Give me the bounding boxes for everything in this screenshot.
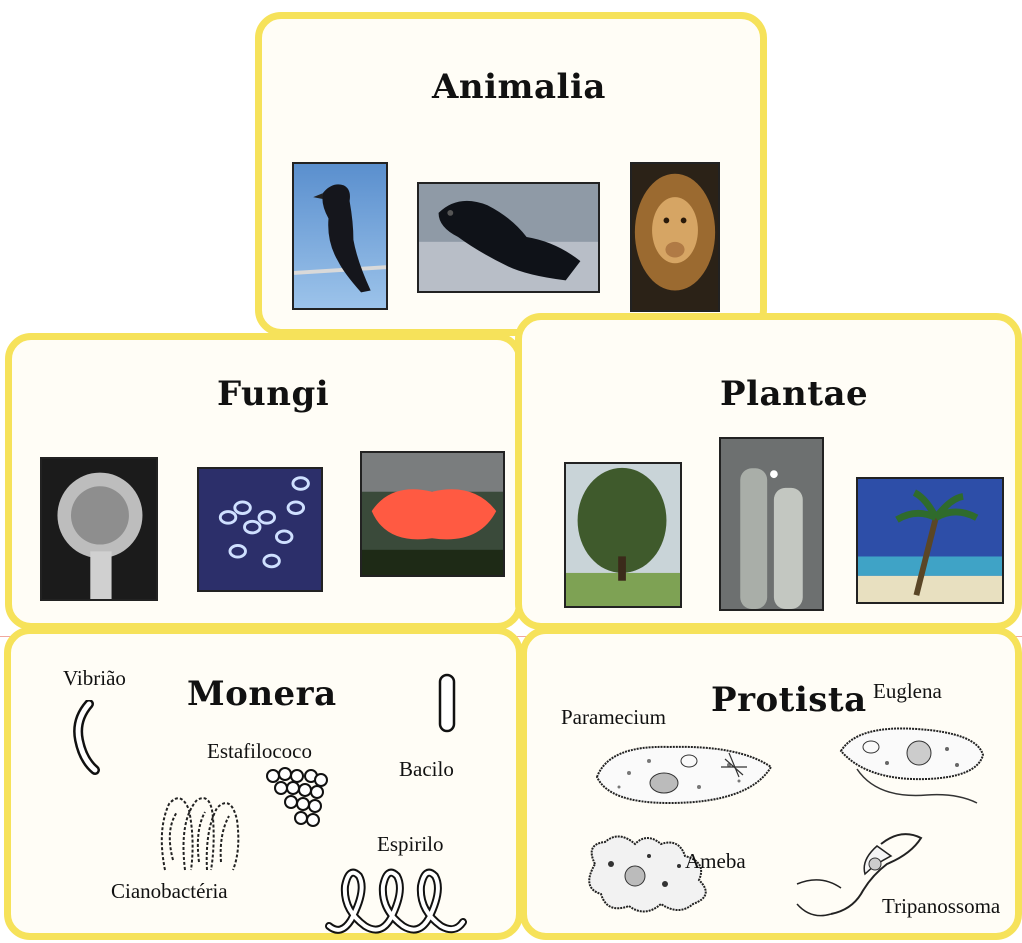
yeast-cells-photo <box>197 467 323 592</box>
euglena-drawing <box>827 719 997 809</box>
cyanobacteria-label: Cianobactéria <box>111 879 228 904</box>
animalia-title: Animalia <box>432 67 606 107</box>
staphylococcus-label: Estafilococo <box>207 739 312 764</box>
plantae-title: Plantae <box>720 374 868 414</box>
aspergillus-photo <box>40 457 158 601</box>
fungi-card: Fungi <box>5 333 523 630</box>
lion-photo <box>630 162 720 312</box>
amoeba-label: Ameba <box>685 849 746 874</box>
tree-photo <box>564 462 682 608</box>
palm-tree-photo <box>856 477 1004 604</box>
paramecium-drawing <box>589 737 779 811</box>
animalia-card: Animalia <box>255 12 767 336</box>
paramecium-label: Paramecium <box>561 705 666 730</box>
plantae-card: Plantae <box>515 313 1022 630</box>
protista-title: Protista <box>711 680 867 720</box>
monera-card: Monera Vibrião Bacilo Estafilococo Ciano… <box>4 627 523 940</box>
staphylococcus-drawing <box>261 766 331 832</box>
crow-photo <box>292 162 388 310</box>
trypanosoma-label: Tripanossoma <box>882 894 1000 919</box>
bacillus-label: Bacilo <box>399 757 454 782</box>
spirillum-label: Espirilo <box>377 832 444 857</box>
spirillum-drawing <box>321 860 471 940</box>
red-mushroom-photo <box>360 451 505 577</box>
fungi-title: Fungi <box>217 374 329 414</box>
protista-card: Protista Paramecium Euglena Ameba Tripan… <box>520 627 1022 940</box>
euglena-label: Euglena <box>873 679 942 704</box>
vibrio-label: Vibrião <box>63 666 126 691</box>
bacillus-drawing <box>436 672 460 736</box>
cactus-photo <box>719 437 824 611</box>
vibrio-drawing <box>69 700 105 776</box>
seal-photo <box>417 182 600 293</box>
monera-title: Monera <box>187 674 337 714</box>
cyanobacteria-drawing <box>151 790 247 874</box>
